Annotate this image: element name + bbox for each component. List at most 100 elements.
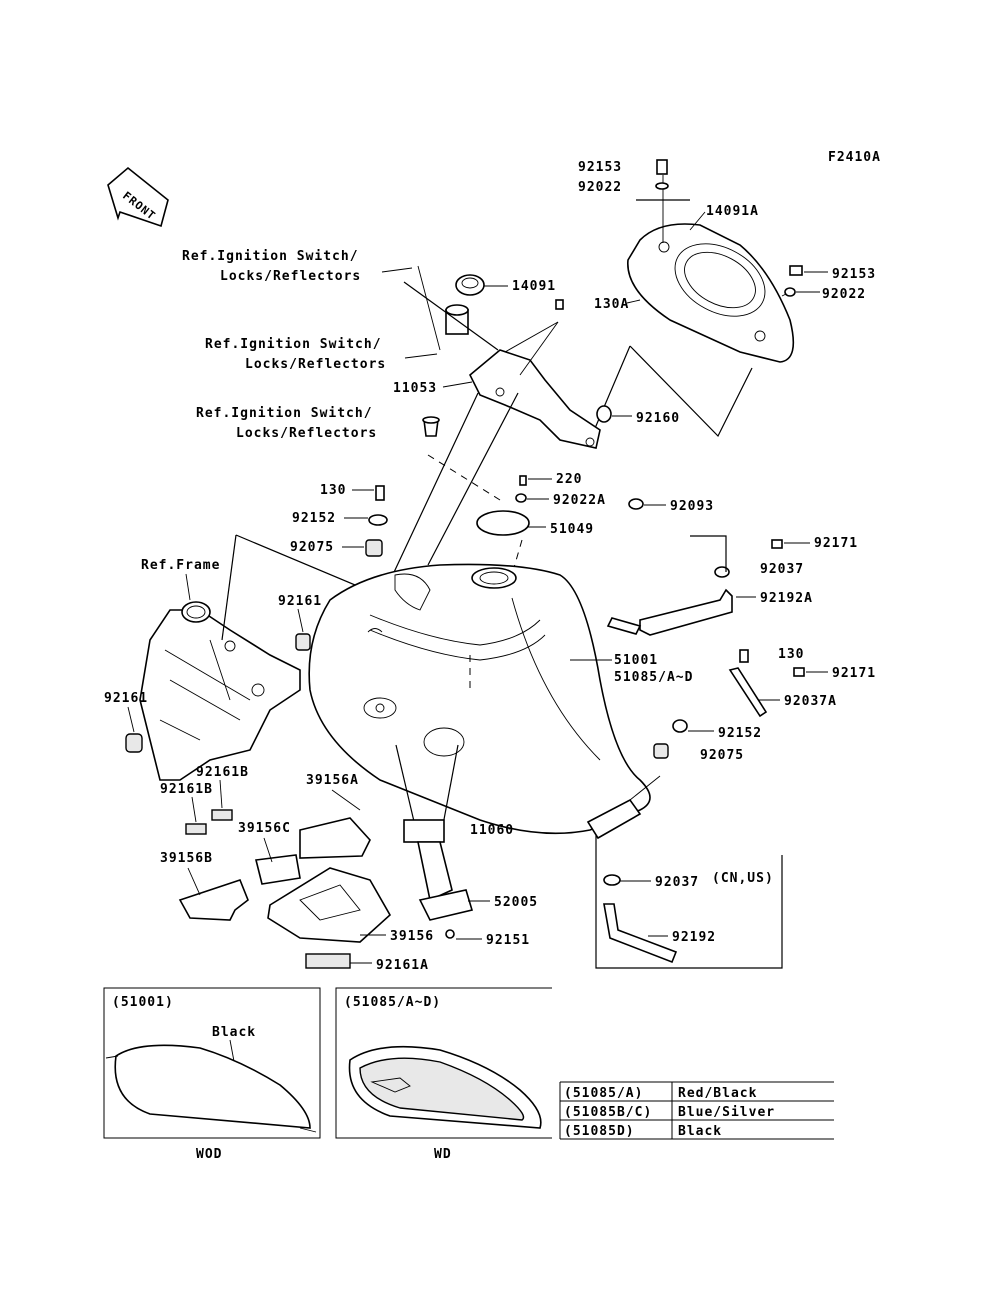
- meter-cover-drawing: [627, 175, 795, 363]
- label-92192: 92192: [672, 930, 716, 945]
- label-39156A: 39156A: [306, 773, 359, 788]
- label-11053: 11053: [393, 381, 437, 396]
- label-92171-top: 92171: [814, 536, 858, 551]
- color-table-color: Red/Black: [678, 1086, 757, 1101]
- label-92160: 92160: [636, 411, 680, 426]
- label-92171-right: 92171: [832, 666, 876, 681]
- washer-92152-left-icon: [368, 514, 388, 526]
- front-arrow-icon: FRONT: [107, 166, 169, 228]
- label-11060: 11060: [470, 823, 514, 838]
- fuel-fitting-drawing: [586, 775, 661, 840]
- label-92161-left: 92161: [104, 691, 148, 706]
- label-92192A: 92192A: [760, 591, 813, 606]
- cap-seal-51049-icon: [476, 510, 530, 536]
- bolt-130-left-icon: [375, 485, 385, 501]
- ref-ignition-3a: Ref.Ignition Switch/: [196, 406, 373, 421]
- label-92161B-b: 92161B: [160, 782, 213, 797]
- ref-ignition-1b: Locks/Reflectors: [220, 269, 361, 284]
- label-52005: 52005: [494, 895, 538, 910]
- clip-92037-bottom-icon: [603, 874, 621, 886]
- label-92022A: 92022A: [553, 493, 606, 508]
- label-ref-frame: Ref.Frame: [141, 558, 220, 573]
- color-table: (51085/A) Red/Black (51085B/C) Blue/Silv…: [559, 1081, 834, 1140]
- clamp-92171-right-icon: [793, 667, 805, 677]
- damper-92160-icon: [596, 405, 612, 423]
- ref-ignition-3b: Locks/Reflectors: [236, 426, 377, 441]
- fuel-valve-52005-drawing: [403, 819, 474, 939]
- ref-ignition-2b: Locks/Reflectors: [245, 357, 386, 372]
- inset-left-frame: [103, 987, 321, 1139]
- inset-left-color-label: Black: [212, 1025, 256, 1040]
- color-table-code: (51085B/C): [564, 1105, 652, 1120]
- label-39156: 39156: [390, 929, 434, 944]
- label-92161-mid: 92161: [278, 594, 322, 609]
- label-220: 220: [556, 472, 582, 487]
- label-14091A: 14091A: [706, 204, 759, 219]
- label-92075-left: 92075: [290, 540, 334, 555]
- label-92037-top: 92037: [760, 562, 804, 577]
- insulator-39156B-drawing: [178, 879, 249, 921]
- label-51085: 51085/A~D: [614, 670, 693, 685]
- collar-icon: [422, 416, 440, 437]
- damper-92161-mid-icon: [295, 633, 311, 651]
- label-92075-right: 92075: [700, 748, 744, 763]
- clip-92037-top-icon: [714, 566, 730, 578]
- washer-92152-right-icon: [672, 719, 688, 733]
- frame-drawing: [139, 601, 301, 781]
- inset-right-title: (51085/A~D): [344, 995, 441, 1010]
- inset-right-frame: [335, 987, 552, 1139]
- hose-92192-drawing: [603, 903, 678, 964]
- label-92153-top: 92153: [578, 160, 622, 175]
- label-39156B: 39156B: [160, 851, 213, 866]
- label-92022-right: 92022: [822, 287, 866, 302]
- hose-92192A-drawing: [606, 588, 733, 636]
- pad-92161B-b-icon: [185, 823, 207, 835]
- damper-92161-left-icon: [125, 733, 143, 753]
- grommet-14091-icon: [455, 274, 485, 296]
- label-92152-right: 92152: [718, 726, 762, 741]
- grommet-92093-icon: [628, 498, 644, 510]
- bracket-11053-drawing: [469, 299, 601, 449]
- bolt-130-right-icon: [739, 649, 749, 663]
- pad-92161B-a-icon: [211, 809, 233, 821]
- label-cn-us: (CN,US): [712, 871, 774, 886]
- label-92153-right: 92153: [832, 267, 876, 282]
- fuel-tank-drawing: [308, 563, 651, 835]
- label-92161A: 92161A: [376, 958, 429, 973]
- washer-92022A-icon: [515, 493, 527, 503]
- inset-left-title: (51001): [112, 995, 174, 1010]
- label-14091: 14091: [512, 279, 556, 294]
- damper-92161A-icon: [305, 953, 351, 969]
- label-92152-left: 92152: [292, 511, 336, 526]
- ignition-switch-icon: [417, 265, 469, 351]
- inset-left-caption: WOD: [196, 1147, 222, 1162]
- damper-92075-left-icon: [365, 539, 383, 557]
- color-table-code: (51085D): [564, 1124, 635, 1139]
- color-table-code: (51085/A): [564, 1086, 643, 1101]
- ref-ignition-2a: Ref.Ignition Switch/: [205, 337, 382, 352]
- label-51001: 51001: [614, 653, 658, 668]
- insulator-39156C-drawing: [255, 817, 371, 885]
- figure-code: F2410A: [828, 150, 881, 165]
- label-130-right: 130: [778, 647, 804, 662]
- label-92151: 92151: [486, 933, 530, 948]
- label-130A: 130A: [594, 297, 629, 312]
- bolt-92153-top-icon: [655, 159, 669, 190]
- label-92022-top: 92022: [578, 180, 622, 195]
- label-92093: 92093: [670, 499, 714, 514]
- color-table-color: Blue/Silver: [678, 1105, 775, 1120]
- insulator-39156-drawing: [267, 867, 392, 943]
- label-130-left: 130: [320, 483, 346, 498]
- hose-92037A-icon: [728, 667, 768, 718]
- label-92037-bottom: 92037: [655, 875, 699, 890]
- inset-right-caption: WD: [434, 1147, 452, 1162]
- tank-outline-51085-drawing: [348, 1045, 542, 1129]
- screw-220-icon: [519, 475, 527, 486]
- color-table-color: Black: [678, 1124, 722, 1139]
- clamp-92171-top-icon: [771, 539, 783, 549]
- ref-ignition-1a: Ref.Ignition Switch/: [182, 249, 359, 264]
- bolt-92153-right-icon: [784, 265, 803, 297]
- damper-92075-right-icon: [653, 743, 669, 759]
- label-92037A: 92037A: [784, 694, 837, 709]
